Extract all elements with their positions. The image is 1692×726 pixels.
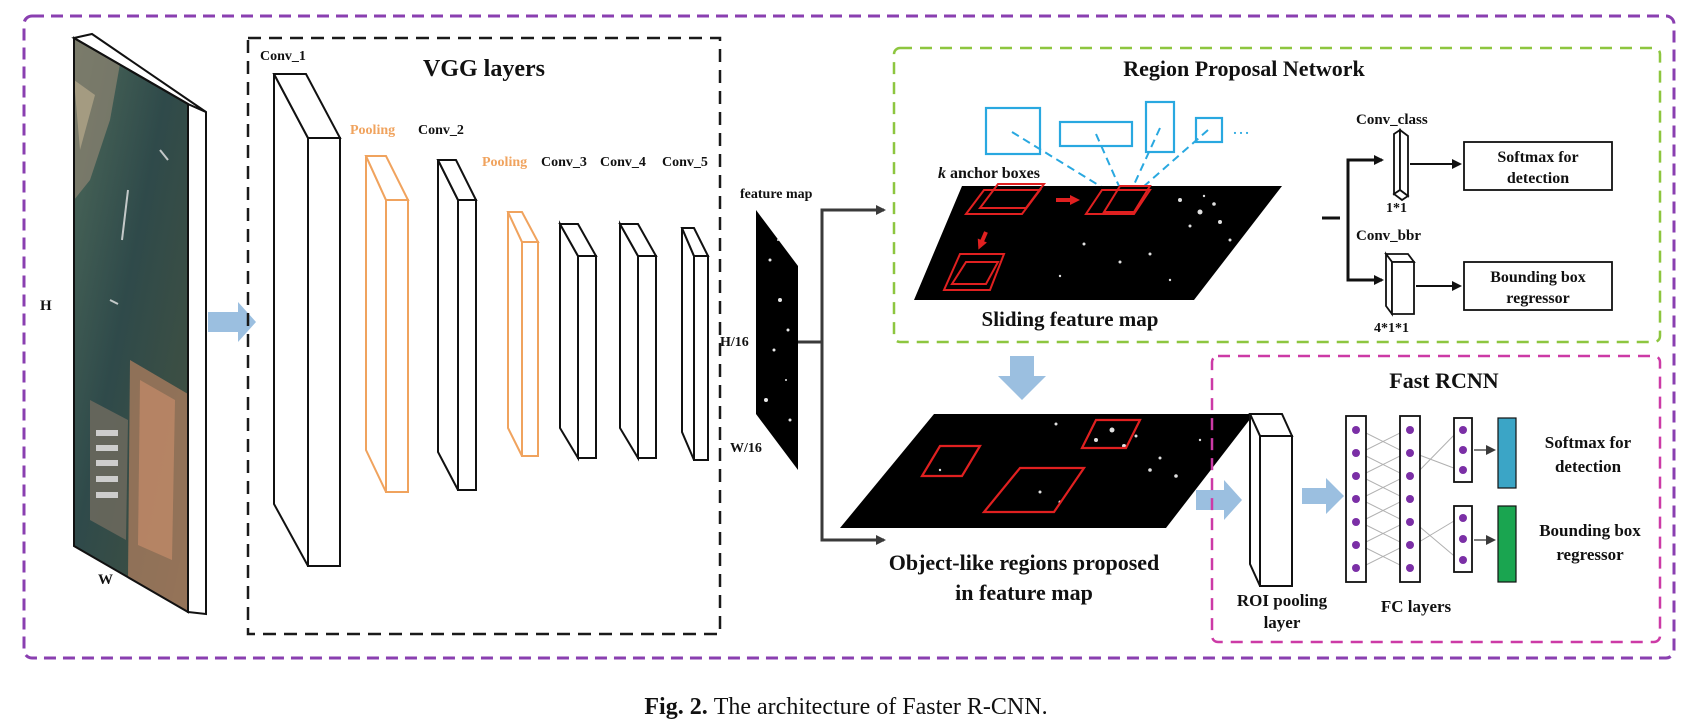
fast-rcnn-title: Fast RCNN [1389, 368, 1498, 393]
fc-neuron [1406, 518, 1414, 526]
proposals-line2: in feature map [955, 580, 1093, 605]
conv4-block [618, 220, 658, 462]
fc-connection [1359, 452, 1407, 477]
fc-layers [1345, 415, 1473, 583]
conv1-label: Conv_1 [260, 49, 306, 64]
outer-frame [22, 14, 1676, 660]
fc-neuron [1352, 449, 1360, 457]
fc-connection [1413, 452, 1460, 471]
conv-bbr-size: 4*1*1 [1374, 321, 1409, 336]
rcnn-bbox-line2: regressor [1556, 545, 1624, 564]
feature-map-height-label: H/16 [720, 335, 749, 350]
fc-neuron [1406, 495, 1414, 503]
fc-connection [1413, 517, 1460, 546]
fc-neuron [1406, 426, 1414, 434]
fc-neuron [1459, 556, 1467, 564]
fc-neuron [1406, 564, 1414, 572]
figure-caption: Fig. 2.The architecture of Faster R-CNN. [0, 694, 1692, 721]
roi-pooling-line2: layer [1264, 613, 1301, 632]
fc-connection [1359, 498, 1407, 523]
fc-connection [1413, 429, 1460, 477]
image-width-label: W [98, 572, 113, 588]
fc-neuron [1352, 564, 1360, 572]
rcnn-softmax-line1: Softmax for [1545, 433, 1632, 452]
arrow-image-to-vgg [208, 302, 256, 342]
conv-class-block [1392, 128, 1410, 202]
conv5-label: Conv_5 [662, 155, 708, 170]
rpn-bbox-line1: Bounding box [1490, 269, 1586, 286]
rpn-bbox-line2: regressor [1506, 290, 1569, 307]
pool1-block [364, 155, 410, 493]
fc-layers-label: FC layers [1381, 597, 1452, 616]
fc-neuron [1459, 446, 1467, 454]
fc-neuron [1459, 426, 1467, 434]
conv-class-size: 1*1 [1386, 201, 1407, 216]
arrow-rpn-to-proposals [998, 356, 1046, 400]
conv5-block [680, 227, 710, 461]
fc-neuron [1352, 518, 1360, 526]
conv-bbr-block [1384, 251, 1416, 317]
rpn-softmax-box [1463, 141, 1613, 191]
fc-neuron [1352, 472, 1360, 480]
rpn-softmax-line1: Softmax for [1497, 149, 1578, 166]
arrow-roi-to-fc [1302, 478, 1344, 514]
conv-class-label: Conv_class [1356, 112, 1428, 128]
rcnn-bbox-line1: Bounding box [1539, 521, 1641, 540]
fc-neuron [1352, 426, 1360, 434]
caption-label: Fig. 2. [644, 694, 708, 720]
conv-bbr-label: Conv_bbr [1356, 228, 1421, 244]
fc-neuron [1406, 541, 1414, 549]
fast-rcnn-box [1210, 354, 1662, 644]
pool1-label: Pooling [350, 123, 395, 138]
conv3-block [558, 220, 598, 462]
fc-neuron [1459, 466, 1467, 474]
roi-pooling-block [1248, 413, 1294, 587]
feature-map-slab [756, 210, 798, 470]
fc-neuron [1459, 535, 1467, 543]
fc-neuron [1352, 541, 1360, 549]
conv1-block [272, 73, 342, 567]
image-height-label: H [40, 298, 52, 314]
conv2-label: Conv_2 [418, 123, 464, 138]
sliding-feature-map-label: Sliding feature map [982, 307, 1159, 331]
anchor-ellipsis: … [1232, 118, 1250, 138]
fc-connection [1359, 521, 1407, 546]
vgg-box [246, 36, 722, 636]
sliding-feature-map [914, 183, 1282, 300]
caption-text: The architecture of Faster R-CNN. [713, 694, 1048, 720]
pool2-label: Pooling [482, 155, 527, 170]
conv2-block [436, 159, 478, 491]
rpn-softmax-line2: detection [1507, 170, 1569, 187]
pool2-block [506, 211, 540, 457]
fc-connection [1359, 429, 1407, 454]
fc-neuron [1459, 514, 1467, 522]
proposals-line1: Object-like regions proposed [889, 550, 1160, 575]
rpn-title: Region Proposal Network [1123, 56, 1365, 81]
feature-map-label: feature map [740, 187, 813, 202]
feature-map-branch [798, 205, 886, 545]
fc-connection [1359, 544, 1407, 569]
input-image [71, 32, 207, 616]
rcnn-softmax-bar [1497, 417, 1517, 489]
proposal-feature-map [840, 414, 1254, 528]
roi-pooling-line1: ROI pooling [1237, 591, 1328, 610]
fc-neuron [1406, 449, 1414, 457]
arrow-proposals-to-rcnn [1196, 480, 1242, 520]
feature-map-width-label: W/16 [730, 441, 762, 456]
fc-connection [1359, 475, 1407, 500]
rpn-box [892, 46, 1662, 344]
conv4-label: Conv_4 [600, 155, 646, 170]
fc-neuron [1352, 495, 1360, 503]
rpn-branch-lines [1322, 155, 1384, 285]
anchor-boxes [984, 100, 1224, 156]
vgg-title: VGG layers [423, 56, 545, 82]
fc-neuron [1406, 472, 1414, 480]
rcnn-softmax-line2: detection [1555, 457, 1622, 476]
conv3-label: Conv_3 [541, 155, 587, 170]
rpn-bbox-box [1463, 261, 1613, 311]
fc-connection [1413, 521, 1460, 561]
anchor-label: k anchor boxes [938, 165, 1040, 182]
rcnn-bbox-bar [1497, 505, 1517, 583]
